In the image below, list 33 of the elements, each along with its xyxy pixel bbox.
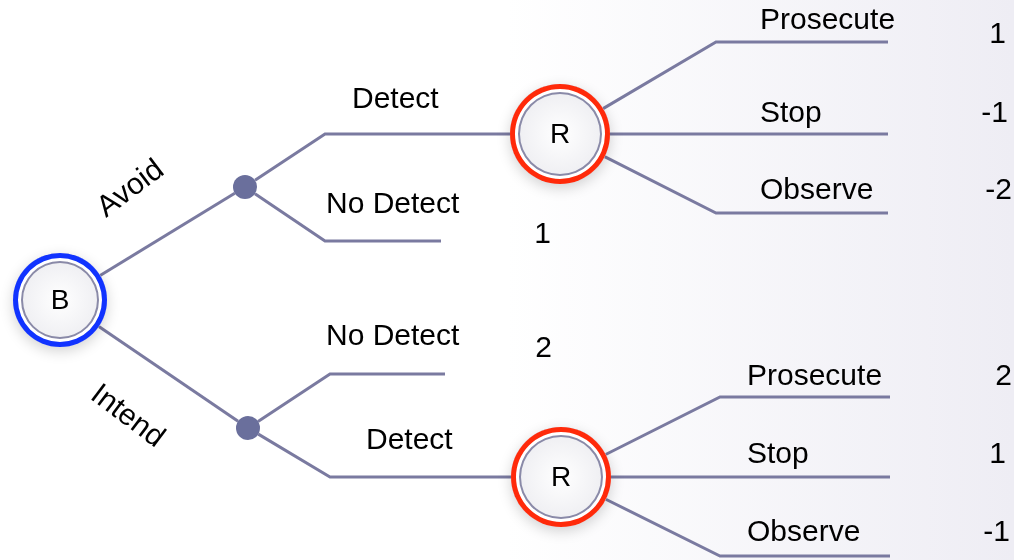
branch-line xyxy=(254,192,441,243)
branch-line xyxy=(605,497,890,558)
branch-line xyxy=(257,372,445,423)
branch-line xyxy=(99,191,236,277)
branch-line xyxy=(610,132,888,136)
branch-line xyxy=(605,395,890,456)
edge-label: Stop xyxy=(760,97,822,127)
edge-label: Prosecute xyxy=(747,360,883,390)
payoff-value: 2 xyxy=(535,332,553,362)
payoff-value: 1 xyxy=(534,218,552,248)
branch-line xyxy=(611,475,890,479)
edge-label: Detect xyxy=(352,83,439,113)
edge-label: Prosecute xyxy=(760,4,896,34)
branch-line xyxy=(254,132,510,182)
edge-label: No Detect xyxy=(326,320,460,350)
branch-line xyxy=(603,155,888,215)
payoff-value: -1 xyxy=(981,97,1009,127)
edge-label: Stop xyxy=(747,438,809,468)
branch-line xyxy=(98,325,239,423)
decision-node: R xyxy=(510,84,610,184)
edge-label: No Detect xyxy=(326,188,460,218)
edge-label: Detect xyxy=(366,424,453,454)
payoff-value: -2 xyxy=(985,174,1013,204)
payoff-value: 2 xyxy=(995,360,1013,390)
branch-line xyxy=(602,40,888,110)
payoff-value: 1 xyxy=(989,438,1007,468)
decision-node: R xyxy=(511,427,611,527)
edge-label: Observe xyxy=(747,516,861,546)
payoff-value: 1 xyxy=(989,18,1007,48)
payoff-value: -1 xyxy=(983,516,1011,546)
edge-label: Observe xyxy=(760,174,874,204)
decision-node: B xyxy=(13,253,107,347)
branch-line xyxy=(257,432,511,479)
